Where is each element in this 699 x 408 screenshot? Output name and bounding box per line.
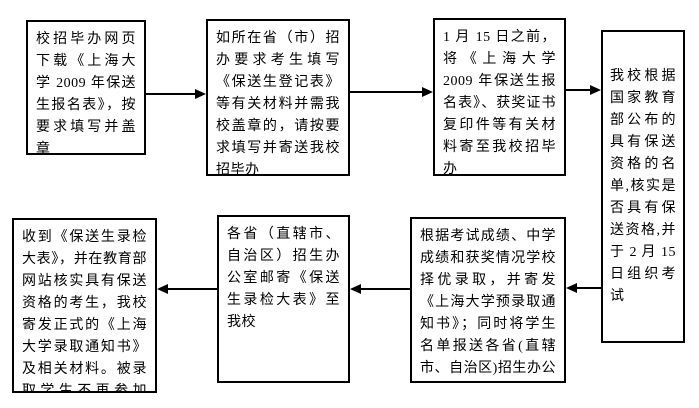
arrow-shaft: [566, 89, 593, 91]
flow-step-mail-checklist: 各省（直辖市、自治区）招生办公室邮寄《保送生录检大表》至我校: [217, 215, 350, 383]
flow-step-provincial-registration: 如所在省（市）招办要求考生填写《保送生登记表》等有关材料并需我校盖章的，请按要求…: [206, 19, 350, 176]
arrowhead-right-icon: [590, 85, 601, 95]
arrowhead-right-icon: [195, 89, 206, 99]
arrow-step4-to-step5: [566, 283, 601, 293]
arrow-shaft: [350, 91, 425, 93]
flow-step-text: 根据考试成绩、中学成绩和获奖情况学校择优录取，并寄发《上海大学预录取通知书》；同…: [420, 229, 556, 376]
arrow-step1-to-step2: [146, 89, 206, 99]
flow-step-verify-and-exam: 我校根据国家教育部公布的具有保送资格的名单,核实是否具有保送资格,并于 2 月 …: [601, 30, 685, 343]
arrowhead-left-icon: [566, 283, 577, 293]
arrowhead-left-icon: [350, 284, 361, 294]
arrow-step2-to-step3: [350, 87, 433, 97]
arrow-shaft: [146, 93, 198, 95]
arrow-shaft: [165, 288, 217, 290]
flow-step-download-form: 校招毕办网页下载《上海大学 2009 年保送生报名表》，按要求填写并盖章: [26, 20, 146, 155]
arrow-step5-to-step6: [350, 284, 410, 294]
flow-step-text: 校招毕办网页下载《上海大学 2009 年保送生报名表》，按要求填写并盖章: [36, 32, 136, 155]
flow-step-text: 如所在省（市）招办要求考生填写《保送生登记表》等有关材料并需我校盖章的，请按要求…: [216, 31, 340, 176]
flow-step-text: 1 月 15 日之前，将《上海大学 2009 年保送生报名表》、获奖证书复印件等…: [443, 30, 556, 176]
arrowhead-right-icon: [422, 87, 433, 97]
arrow-shaft: [358, 288, 410, 290]
flow-step-text: 收到《保送生录检大表》，并在教育部网站核实具有保送资格的考生，我校寄发正式的《上…: [22, 230, 147, 393]
flow-step-mail-materials: 1 月 15 日之前，将《上海大学 2009 年保送生报名表》、获奖证书复印件等…: [433, 18, 566, 176]
arrow-step3-to-step4: [566, 85, 601, 95]
arrow-shaft: [574, 287, 601, 289]
arrow-step6-to-step7: [157, 284, 217, 294]
flow-step-select-and-preadmit: 根据考试成绩、中学成绩和获奖情况学校择优录取，并寄发《上海大学预录取通知书》；同…: [410, 217, 566, 383]
arrowhead-left-icon: [157, 284, 168, 294]
flow-step-text: 各省（直辖市、自治区）招生办公室邮寄《保送生录检大表》至我校: [227, 227, 340, 330]
flow-step-text: 我校根据国家教育部公布的具有保送资格的名单,核实是否具有保送资格,并于 2 月 …: [610, 68, 676, 304]
flow-step-admission-letter: 收到《保送生录检大表》，并在教育部网站核实具有保送资格的考生，我校寄发正式的《上…: [12, 218, 157, 393]
